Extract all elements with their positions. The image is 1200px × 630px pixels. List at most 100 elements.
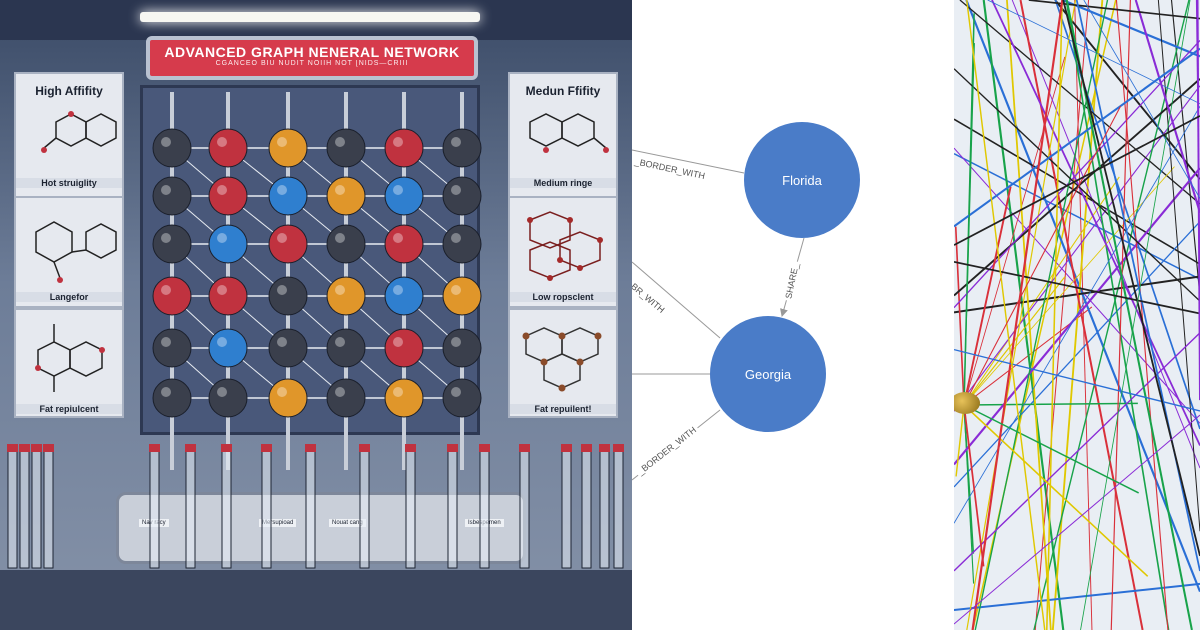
cluster-highlight <box>277 285 287 295</box>
cluster-highlight <box>217 285 227 295</box>
ceiling-light <box>140 12 480 22</box>
card-label: Fat repiulcent <box>16 404 122 414</box>
molecule-cluster <box>268 128 308 168</box>
graph-edges <box>632 149 805 481</box>
graph-node-georgia[interactable]: Georgia <box>710 316 826 432</box>
card-label: Medium ringe <box>510 178 616 188</box>
cluster-highlight <box>217 387 227 397</box>
cluster-highlight <box>393 185 403 195</box>
cluster-highlight <box>335 387 345 397</box>
cluster-highlight <box>335 285 345 295</box>
cluster-highlight <box>217 185 227 195</box>
string-line <box>954 226 965 406</box>
test-tube <box>149 449 160 569</box>
test-tubes <box>7 444 624 569</box>
cluster-highlight <box>451 137 461 147</box>
cluster-highlight <box>393 285 403 295</box>
molecule-cluster <box>152 276 192 316</box>
tube-cap <box>613 444 624 452</box>
string-line <box>1080 0 1191 630</box>
node-label: Georgia <box>744 366 792 382</box>
molecule-cluster <box>326 378 366 418</box>
test-tube <box>581 449 592 569</box>
cluster-highlight <box>335 337 345 347</box>
card-label: Fat repuilent! <box>510 404 616 414</box>
cluster-highlight <box>161 137 171 147</box>
string-line <box>1065 0 1193 630</box>
string-line <box>1046 0 1063 630</box>
molecule-cluster <box>384 276 424 316</box>
edge-line <box>632 149 745 174</box>
string-line <box>954 332 1200 572</box>
string-line <box>954 118 1200 265</box>
molecule-cluster <box>208 328 248 368</box>
card-label: Langefor <box>16 292 122 302</box>
cluster-highlight <box>217 233 227 243</box>
cluster-highlight <box>161 233 171 243</box>
molecule-cluster <box>208 176 248 216</box>
card-label: Hot struiglity <box>16 178 122 188</box>
cluster-highlight <box>277 185 287 195</box>
string-line <box>963 105 1121 406</box>
tube-cap <box>561 444 572 452</box>
crystal-lattice-icon <box>522 327 602 392</box>
cluster-highlight <box>161 285 171 295</box>
tube-cap <box>479 444 490 452</box>
cluster-highlight <box>451 387 461 397</box>
string-line <box>954 47 1200 228</box>
cluster-highlight <box>161 387 171 397</box>
string-line <box>1157 0 1200 532</box>
test-tube <box>31 449 42 569</box>
cluster-highlight <box>451 285 461 295</box>
cluster-highlight <box>451 233 461 243</box>
string-line <box>954 414 1200 625</box>
cluster-highlight <box>277 233 287 243</box>
string-line <box>1028 0 1200 20</box>
colored-strings <box>954 0 1200 630</box>
tube-cap <box>581 444 592 452</box>
molecule-cluster <box>326 176 366 216</box>
tube-cap <box>261 444 272 452</box>
cluster-highlight <box>393 387 403 397</box>
test-tube <box>561 449 572 569</box>
molecule-cluster <box>152 128 192 168</box>
card-label: Low ropsclent <box>510 292 616 302</box>
molecule-cluster <box>152 378 192 418</box>
string-line <box>1134 0 1200 214</box>
molecule-cluster <box>208 276 248 316</box>
molecule-icon <box>41 111 117 153</box>
cluster-highlight <box>277 337 287 347</box>
molecule-cluster <box>442 378 482 418</box>
cluster-highlight <box>277 137 287 147</box>
card-title: Medun Ffifity <box>525 84 601 98</box>
tube-cap <box>31 444 42 452</box>
molecule-cluster <box>326 224 366 264</box>
string-line <box>963 176 1120 406</box>
string-line <box>987 0 1200 105</box>
cluster-highlight <box>451 337 461 347</box>
cluster-highlight <box>393 337 403 347</box>
cluster-highlight <box>335 233 345 243</box>
molecule-cluster <box>326 328 366 368</box>
card-low-ropsclent: Low ropsclent <box>508 196 618 308</box>
string-line <box>1062 0 1200 58</box>
floor <box>0 570 632 630</box>
string-line <box>965 0 1200 593</box>
tube-cap <box>185 444 196 452</box>
string-line <box>954 68 1200 302</box>
string-line <box>954 167 1200 466</box>
test-tube <box>305 449 316 569</box>
cluster-highlight <box>335 137 345 147</box>
cluster-highlight <box>393 137 403 147</box>
tube-cap <box>519 444 530 452</box>
test-tube <box>447 449 458 569</box>
molecule-icon <box>35 221 117 283</box>
string-line <box>954 115 1200 246</box>
string-line <box>1065 0 1170 630</box>
string-line <box>991 0 1200 446</box>
string-line <box>971 0 1064 630</box>
molecule-cluster <box>208 128 248 168</box>
string-art-photo <box>954 0 1200 630</box>
cluster-highlight <box>217 337 227 347</box>
graph-node-florida[interactable]: Florida <box>744 122 860 238</box>
